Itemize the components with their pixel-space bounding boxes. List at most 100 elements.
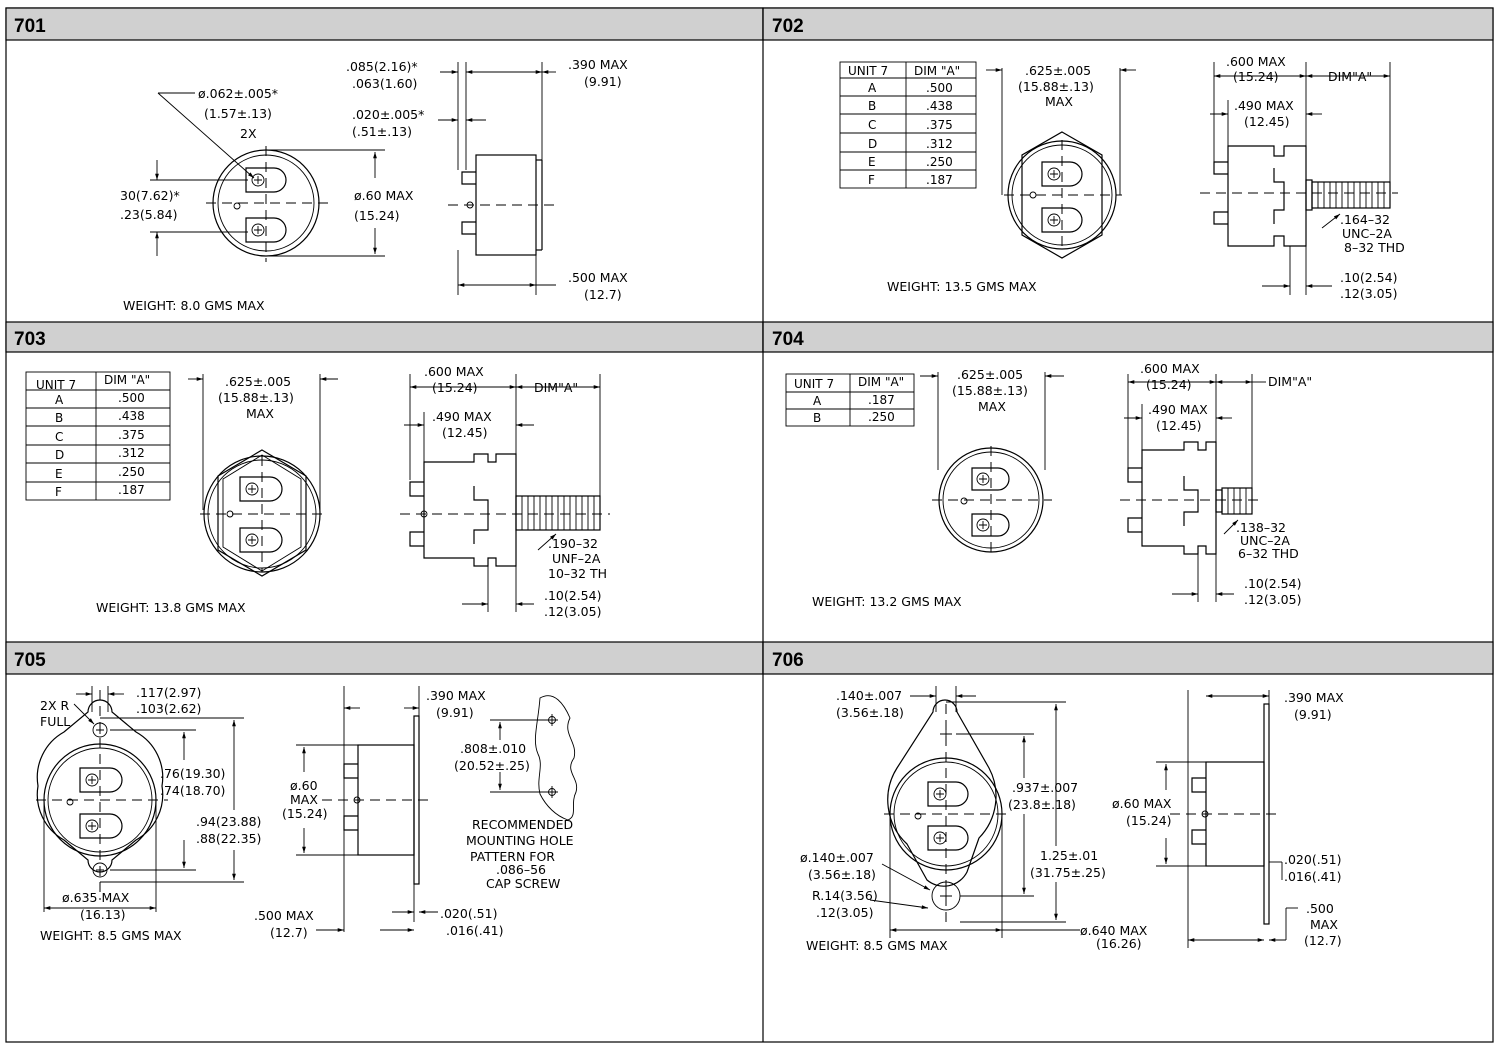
- diameter-label: ø.640 MAX: [1080, 923, 1148, 938]
- panel-grid: [5, 7, 1494, 1043]
- dia60-label: ø.60: [290, 778, 318, 793]
- table-cell: .187: [868, 393, 895, 407]
- table-cell: .375: [118, 428, 145, 442]
- table-cell: .438: [118, 409, 145, 423]
- width600-mm-label: (15.24): [1146, 377, 1192, 392]
- diameter-label: ø.635 MAX: [62, 890, 130, 905]
- table-header: UNIT 7: [848, 64, 888, 78]
- table-cell: D: [55, 448, 64, 462]
- table-cell: .500: [926, 81, 953, 95]
- drawing-701: ø.062±.005* (1.57±.13) 2X 30(7.62)* .23(…: [120, 57, 628, 313]
- drawing-703: UNIT 7 DIM "A" A .500 B .438 C .375 D .3…: [25, 364, 610, 619]
- thickness-mm-label: (.51±.13): [352, 124, 412, 139]
- table-cell: C: [868, 118, 876, 132]
- table-cell: .187: [118, 483, 145, 497]
- weight-label: WEIGHT: 13.2 GMS MAX: [812, 594, 962, 609]
- width600-label: .600 MAX: [424, 364, 484, 379]
- hole-mm-label: (3.56±.18): [808, 867, 876, 882]
- thread-label: .138–32: [1236, 520, 1286, 535]
- gap-label: .10(2.54): [544, 588, 601, 603]
- table-cell: B: [55, 411, 63, 425]
- weight-label: WEIGHT: 13.8 GMS MAX: [96, 600, 246, 615]
- hex-max-label: MAX: [978, 399, 1006, 414]
- table-cell: .250: [926, 155, 953, 169]
- radius-label: 2X R: [40, 698, 69, 713]
- table-cell: .250: [118, 465, 145, 479]
- dim-a-label: DIM"A": [1328, 69, 1372, 84]
- overall-label-2: .88(22.35): [196, 831, 261, 846]
- hex-max-label: MAX: [246, 406, 274, 421]
- spacing-label: 30(7.62)*: [120, 188, 180, 203]
- hole-span-label-2: .74(18.70): [160, 783, 225, 798]
- dim-a-label: DIM"A": [1268, 374, 1312, 389]
- slot-label: .140±.007: [836, 688, 902, 703]
- table-cell: C: [55, 430, 63, 444]
- table-cell: B: [813, 411, 821, 425]
- table-cell: F: [868, 173, 875, 187]
- width600-label: .600 MAX: [1140, 361, 1200, 376]
- thread-label-3: 8–32 THD: [1344, 240, 1405, 255]
- table-cell: F: [55, 485, 62, 499]
- table-header: DIM "A": [914, 64, 960, 78]
- hex-mm-label: (15.88±.13): [218, 390, 294, 405]
- table-cell: .500: [118, 391, 145, 405]
- table-cell: .187: [926, 173, 953, 187]
- max390-mm-label: (9.91): [1294, 707, 1332, 722]
- dia60-mm-label: (15.24): [282, 806, 328, 821]
- cap-screw-label: CAP SCREW: [486, 876, 560, 891]
- screw-size-label: .086–56: [496, 862, 546, 877]
- thread-label-3: 6–32 THD: [1238, 546, 1299, 561]
- gap-label-2: .12(3.05): [1244, 592, 1301, 607]
- width490-mm-label: (12.45): [1244, 114, 1290, 129]
- hex-mm-label: (15.88±.13): [952, 383, 1028, 398]
- tab-label: .117(2.97): [136, 685, 201, 700]
- panel-title: 701: [14, 16, 46, 37]
- flange-label-2: .016(.41): [1284, 869, 1341, 884]
- length-mm-label: (31.75±.25): [1030, 865, 1106, 880]
- max500-mm-label: (12.7): [584, 287, 622, 302]
- max500-max-label: MAX: [1310, 917, 1338, 932]
- flange-label: .020(.51): [1284, 852, 1341, 867]
- thread-label: .164–32: [1340, 212, 1390, 227]
- diameter-mm-label: (15.24): [354, 208, 400, 223]
- drawing-704: UNIT 7 DIM "A" A .187 B .250 .625±.005 (…: [785, 361, 1312, 609]
- table-cell: .375: [926, 118, 953, 132]
- max500-label: .500 MAX: [568, 270, 628, 285]
- gap-label-2: .12(3.05): [1340, 286, 1397, 301]
- thread-label-2: UNF–2A: [552, 551, 601, 566]
- diameter-mm-label: (16.13): [80, 907, 126, 922]
- table-cell: A: [55, 393, 64, 407]
- max390-label: .390 MAX: [426, 688, 486, 703]
- table-cell: D: [868, 137, 877, 151]
- width600-label: .600 MAX: [1226, 54, 1286, 69]
- radius-label: R.14(3.56): [812, 888, 878, 903]
- max500-label: .500 MAX: [254, 908, 314, 923]
- thickness-label-3: .020±.005*: [352, 107, 424, 122]
- width490-mm-label: (12.45): [442, 425, 488, 440]
- recommended-label: RECOMMENDED: [472, 817, 573, 832]
- flange-label-2: .016(.41): [446, 923, 503, 938]
- weight-label: WEIGHT: 8.0 GMS MAX: [123, 298, 265, 313]
- max390-mm-label: (9.91): [436, 705, 474, 720]
- diameter-mm-label: (16.26): [1096, 936, 1142, 951]
- spacing-label-2: .23(5.84): [120, 207, 177, 222]
- thread-label-2: UNC–2A: [1240, 533, 1290, 548]
- panel-title: 703: [14, 329, 46, 350]
- hex-max-label: MAX: [1045, 94, 1073, 109]
- width490-label: .490 MAX: [1234, 98, 1294, 113]
- mounting-hole-label: MOUNTING HOLE: [466, 833, 574, 848]
- hole-qty-label: 2X: [240, 126, 257, 141]
- hex-mm-label: (15.88±.13): [1018, 79, 1094, 94]
- full-label: FULL: [40, 714, 70, 729]
- thickness-label-2: .063(1.60): [352, 76, 417, 91]
- hole-mm-label: (1.57±.13): [204, 106, 272, 121]
- table-cell: A: [868, 81, 877, 95]
- hex-label: .625±.005: [957, 367, 1023, 382]
- table-cell: .438: [926, 99, 953, 113]
- length-label: 1.25±.01: [1040, 848, 1098, 863]
- table-cell: B: [868, 99, 876, 113]
- max390-mm-label: (9.91): [584, 74, 622, 89]
- flange-label: .020(.51): [440, 906, 497, 921]
- drawing-705: 2X R FULL .117(2.97) .103(2.62) .76(19.3…: [36, 685, 578, 943]
